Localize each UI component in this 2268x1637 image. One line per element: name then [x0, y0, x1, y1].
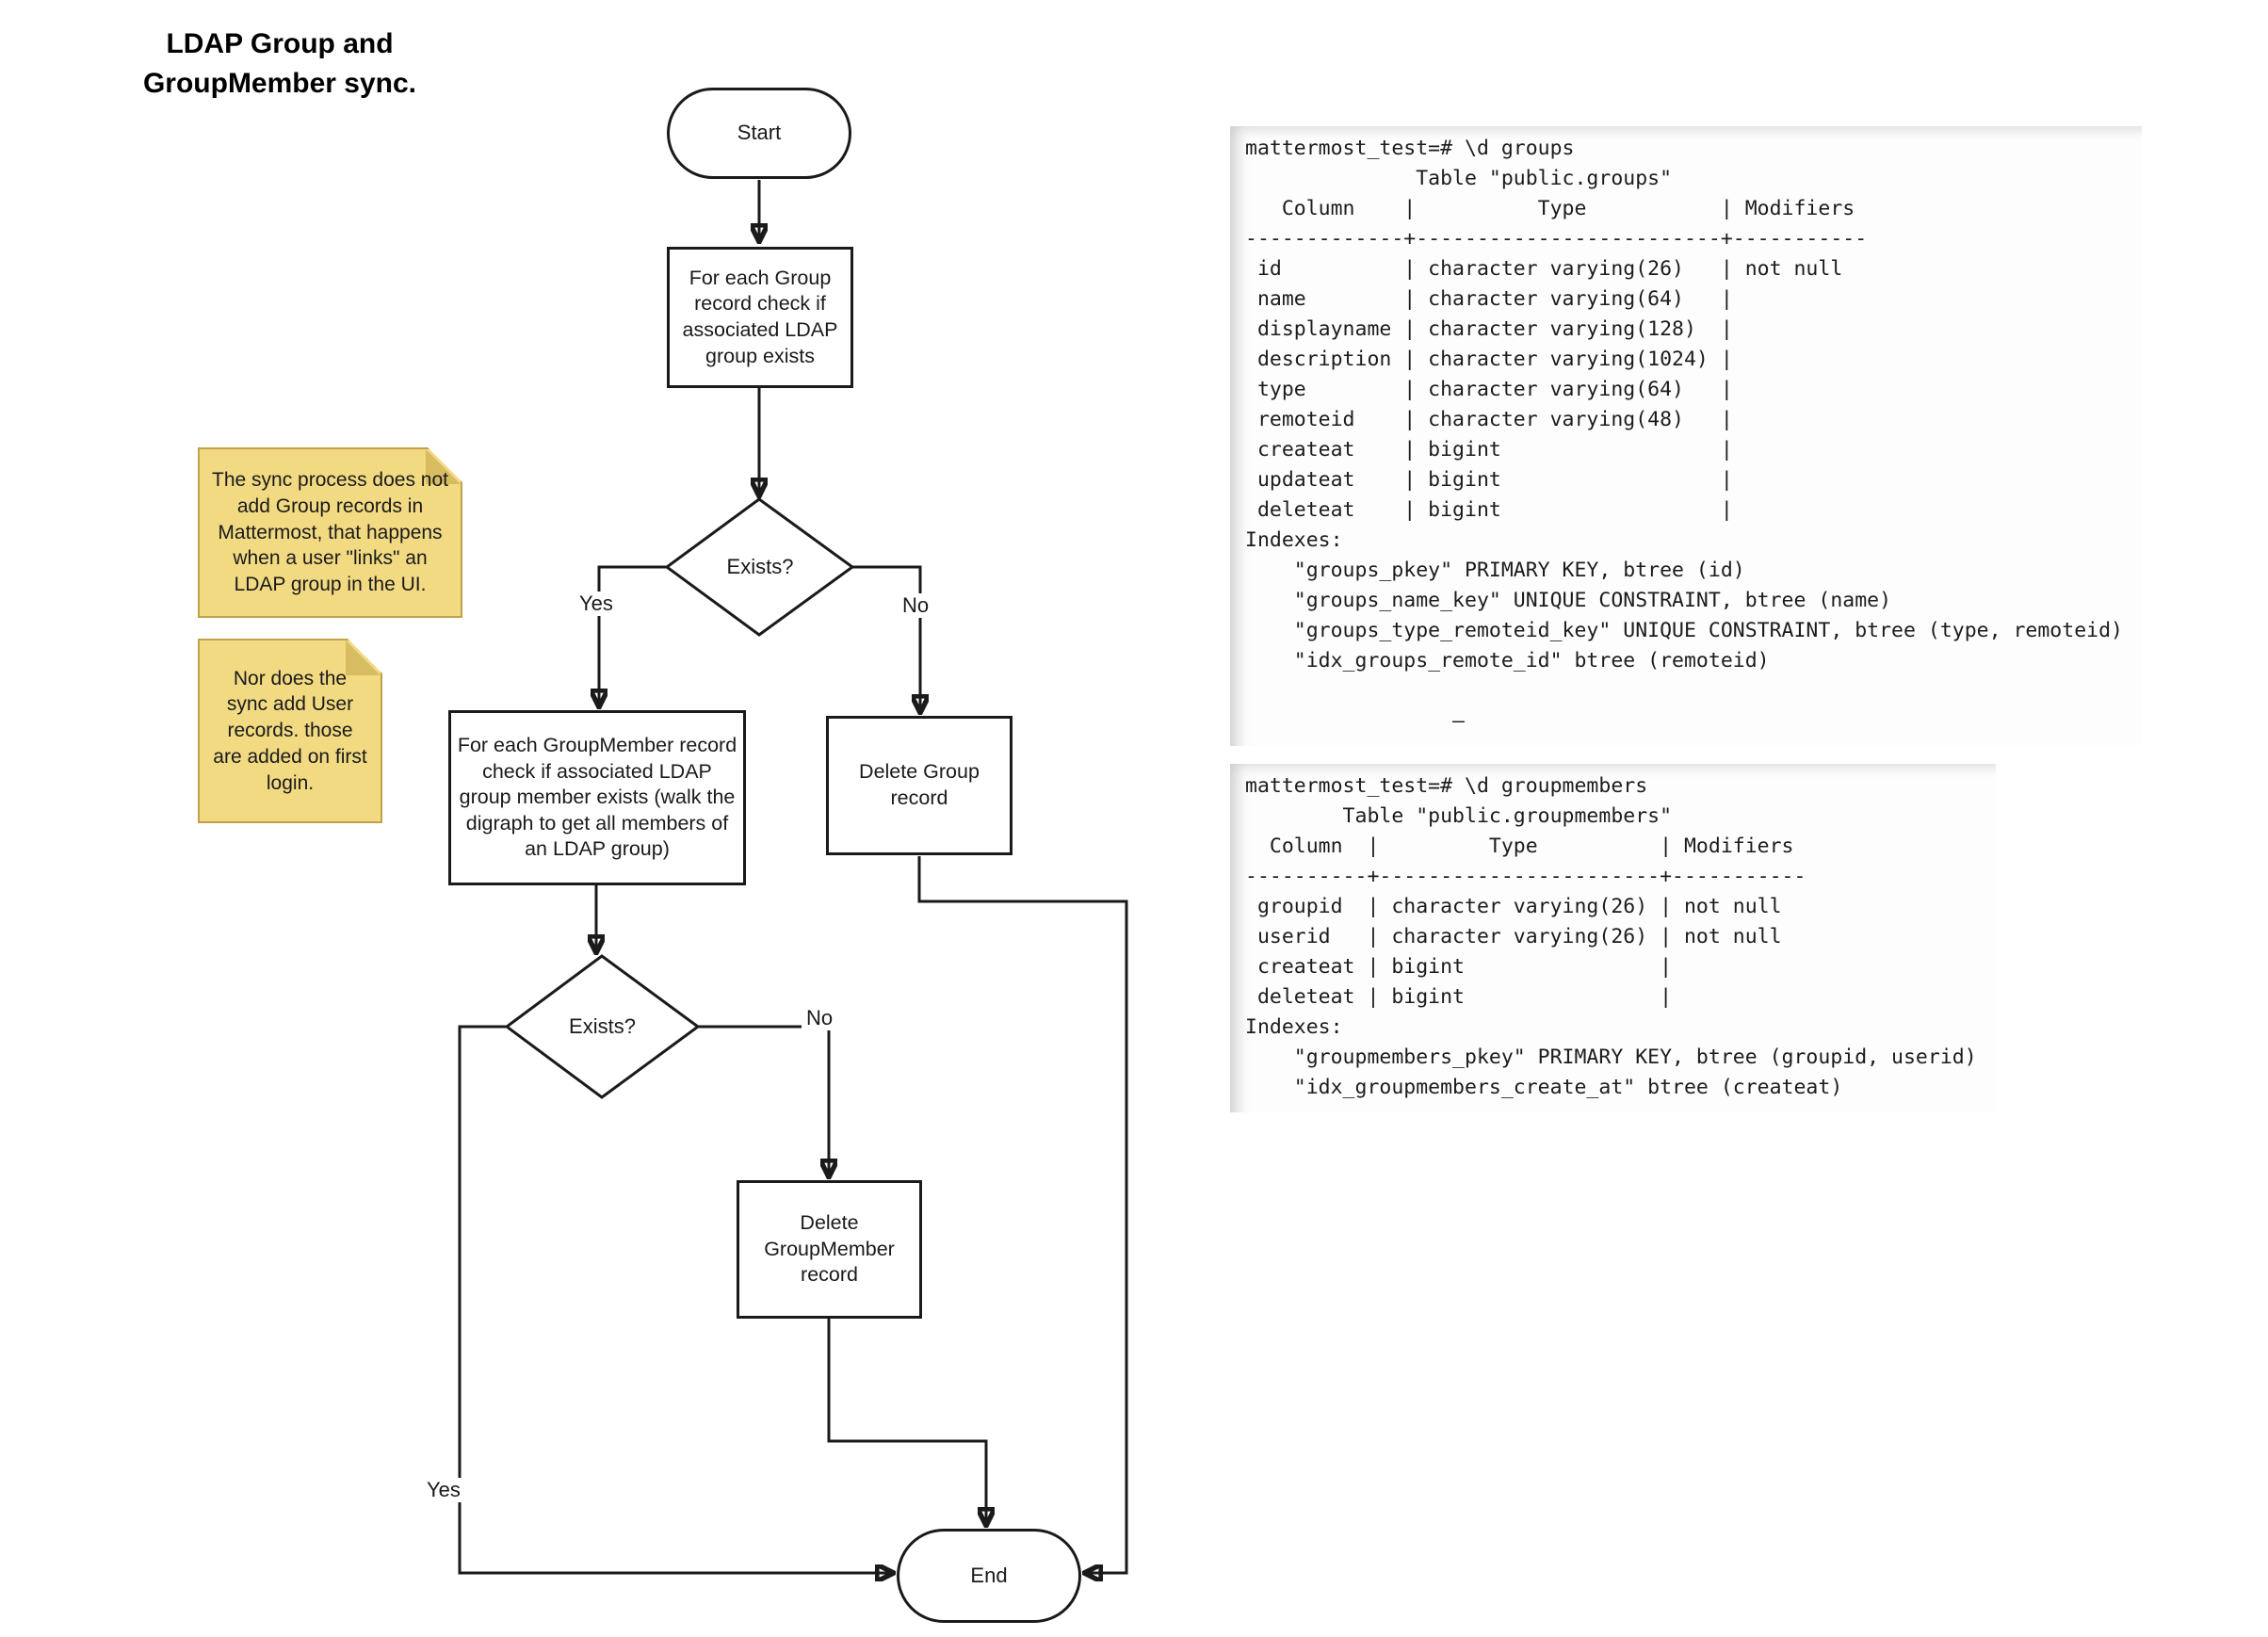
edge-label-no-2: No	[802, 1006, 838, 1031]
decision-groupmember-exists-shape	[504, 954, 701, 1099]
sticky-note-sync-users-text: Nor does the sync add User records. thos…	[213, 667, 367, 794]
diagram-title-line2: GroupMember sync.	[142, 68, 417, 99]
terminal-output-groups-table: mattermost_test=# \d groups Table "publi…	[1230, 125, 2142, 746]
decision-group-exists-shape	[664, 497, 855, 637]
connector-delete-group-to-end	[917, 856, 1128, 1573]
flow-node-delete-group: Delete Group record	[826, 716, 1012, 855]
edge-label-yes-2: Yes	[422, 1478, 465, 1503]
flow-node-start: Start	[667, 88, 851, 179]
flow-node-end-label: End	[970, 1563, 1008, 1587]
flow-node-check-group-label: For each Group record check if associate…	[682, 266, 838, 367]
flow-node-delete-groupmember-label: Delete GroupMember record	[764, 1211, 895, 1287]
edge-label-yes-1: Yes	[575, 592, 618, 617]
flow-node-delete-groupmember: Delete GroupMember record	[737, 1180, 922, 1319]
sticky-note-sync-groups: The sync process does not add Group reco…	[198, 447, 462, 618]
flow-node-delete-group-label: Delete Group record	[859, 760, 980, 809]
sticky-note-sync-users: Nor does the sync add User records. thos…	[198, 639, 382, 823]
connector-decision2-no	[698, 1025, 829, 1176]
decision-groupmember-exists-text: Exists?	[569, 1014, 636, 1038]
connector-decision1-yes	[599, 565, 668, 706]
sticky-note-sync-groups-text: The sync process does not add Group reco…	[212, 469, 448, 596]
flow-node-check-group: For each Group record check if associate…	[667, 247, 853, 388]
flow-node-check-groupmember-label: For each GroupMember record check if ass…	[457, 734, 737, 861]
connector-delete-groupmember-to-end	[827, 1319, 986, 1525]
flow-node-end: End	[897, 1529, 1081, 1623]
flow-node-start-label: Start	[737, 121, 782, 145]
diagram-title: LDAP Group and GroupMember sync.	[89, 24, 470, 104]
terminal-output-groupmembers-table: mattermost_test=# \d groupmembers Table …	[1230, 763, 1996, 1112]
decision-group-exists-text: Exists?	[726, 555, 794, 578]
diagram-title-line1: LDAP Group and	[166, 28, 394, 59]
decision-groupmember-exists-label: Exists?	[507, 956, 698, 1097]
edge-label-no-1: No	[898, 593, 934, 619]
connector-decision2-yes-to-end	[458, 1025, 893, 1573]
decision-group-exists-label: Exists?	[667, 499, 853, 635]
flow-node-check-groupmember: For each GroupMember record check if ass…	[448, 710, 746, 885]
connector-decision1-no	[851, 565, 920, 712]
